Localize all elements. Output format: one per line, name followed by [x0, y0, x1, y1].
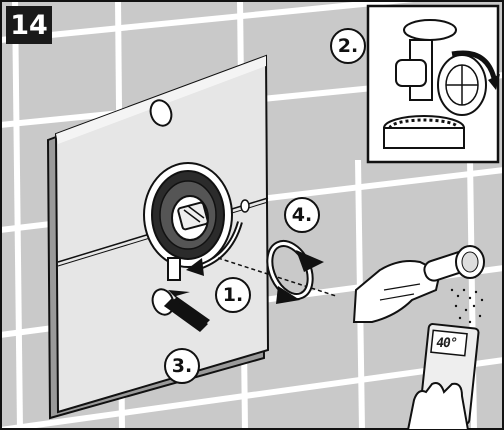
callout-step-2: 2.	[330, 28, 366, 64]
callout-step-1: 1.	[215, 277, 251, 313]
arrows	[164, 221, 337, 332]
insert-clip	[167, 257, 181, 281]
inset-detail	[366, 4, 500, 164]
shower-head-hand	[352, 245, 485, 324]
valve-cartridge	[143, 162, 233, 268]
thermometer-reading: 40°	[435, 336, 458, 351]
step-number-badge: 14	[6, 6, 52, 44]
thermometer	[406, 323, 480, 430]
callout-step-4: 4.	[284, 197, 320, 233]
callout-step-3: 3.	[164, 348, 200, 384]
